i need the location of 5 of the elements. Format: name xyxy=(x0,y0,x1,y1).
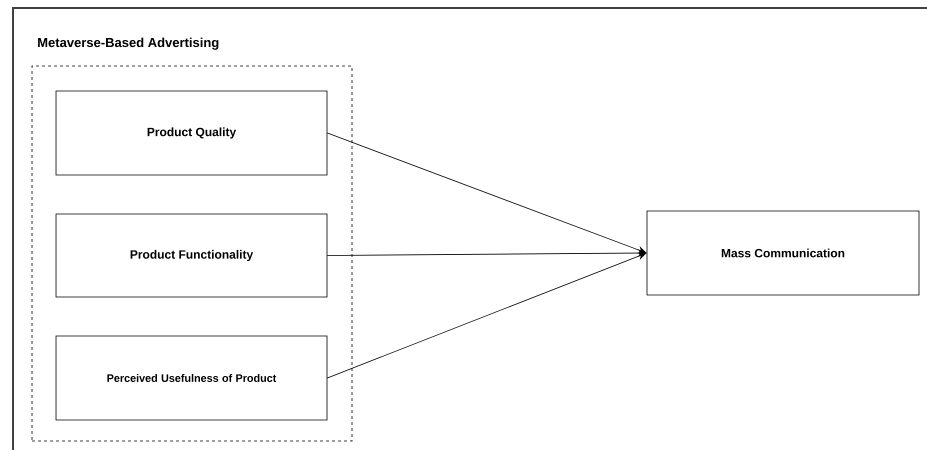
process-box: Product Quality xyxy=(56,90,328,176)
process-box: Product Functionality xyxy=(56,214,328,298)
group-heading: Metaverse-Based Advertising xyxy=(38,38,218,50)
process-box: Mass Communication xyxy=(646,210,920,296)
process-box: Perceived Usefulness of Product xyxy=(56,336,328,420)
